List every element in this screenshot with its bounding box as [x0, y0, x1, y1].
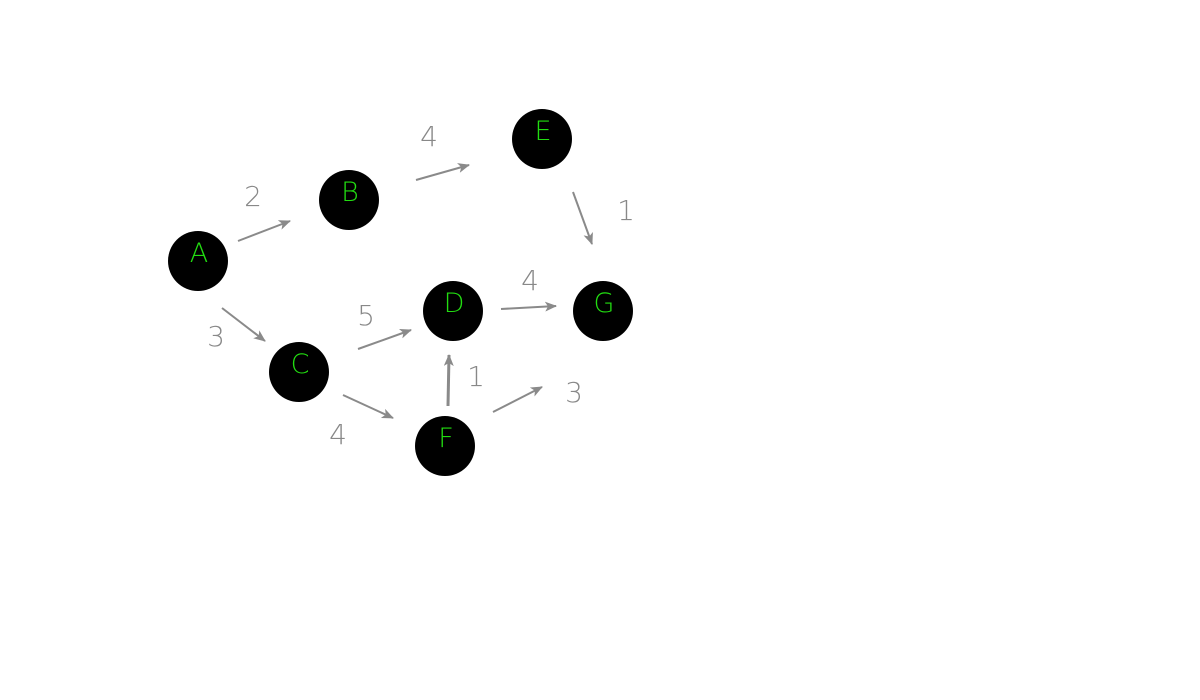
- node-label-c: C: [291, 349, 310, 380]
- node-label-a: A: [190, 238, 208, 269]
- edge-arrow-a-c: [221, 307, 266, 342]
- node-circle-f: [415, 416, 475, 476]
- edge-arrow-f-g: [492, 386, 543, 413]
- edge-weight-b-e: 4: [420, 120, 438, 153]
- node-label-f: F: [438, 423, 454, 454]
- edge-arrow-c-d: [357, 329, 412, 350]
- node-circle-e: [512, 109, 572, 169]
- node-e: E: [512, 109, 572, 169]
- weights-layer: 2 3 4 1 5 4 1 4 3: [207, 120, 635, 451]
- edge-arrow-f-d: [443, 354, 454, 407]
- node-a: A: [168, 231, 228, 291]
- node-d: D: [423, 281, 483, 341]
- edge-arrow-e-g: [572, 191, 593, 245]
- node-circle-d: [423, 281, 483, 341]
- node-label-e: E: [534, 116, 551, 147]
- nodes-layer: A B C D E F G: [168, 109, 633, 476]
- node-label-b: B: [341, 177, 359, 208]
- node-g: G: [573, 281, 633, 341]
- edge-arrow-d-g: [500, 301, 557, 312]
- node-label-d: D: [444, 288, 465, 319]
- node-circle-b: [319, 170, 379, 230]
- edge-arrow-a-b: [237, 220, 291, 242]
- node-b: B: [319, 170, 379, 230]
- node-circle-c: [269, 342, 329, 402]
- edge-arrow-b-e: [415, 163, 470, 181]
- edge-weight-c-f: 4: [329, 418, 347, 451]
- edge-weight-f-g: 3: [565, 376, 583, 409]
- node-label-g: G: [594, 288, 615, 319]
- node-circle-g: [573, 281, 633, 341]
- edge-weight-a-b: 2: [244, 180, 262, 213]
- node-f: F: [415, 416, 475, 476]
- edge-arrow-c-f: [342, 394, 394, 419]
- edge-weight-d-g: 4: [521, 264, 539, 297]
- edge-weight-e-g: 1: [617, 194, 635, 227]
- edge-weight-c-d: 5: [357, 299, 375, 332]
- node-circle-a: [168, 231, 228, 291]
- edges-layer: [221, 163, 593, 419]
- node-c: C: [269, 342, 329, 402]
- edge-weight-a-c: 3: [207, 320, 225, 353]
- edge-weight-f-d: 1: [467, 360, 485, 393]
